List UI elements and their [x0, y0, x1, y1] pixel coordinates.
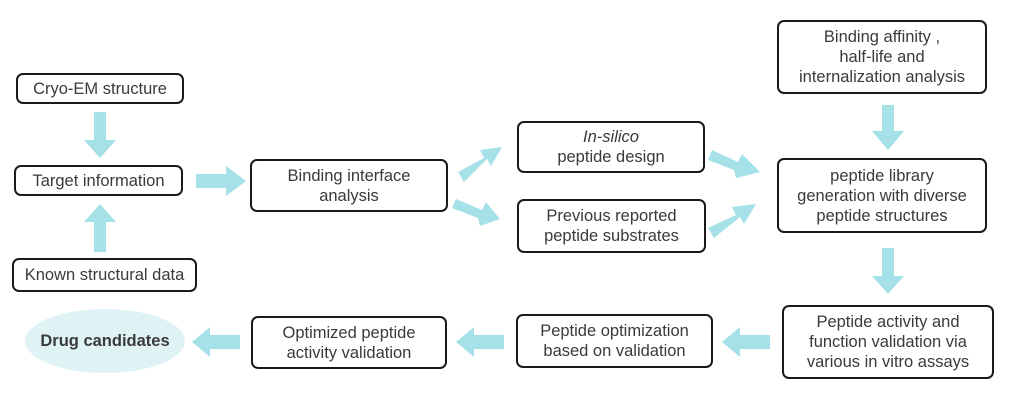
node-text: based on validation: [543, 342, 686, 360]
arrow-optimized-to-drug: [192, 327, 240, 357]
node-text: Known structural data: [24, 266, 185, 284]
node-text: Binding affinity ,: [823, 28, 941, 46]
drug-candidates-label: Drug candidates: [40, 331, 170, 350]
node-peptide-activity-validation: Peptide activity and function validation…: [782, 305, 994, 379]
arrow-interface-to-previous: [452, 199, 500, 226]
node-text-italic: In-silico: [583, 128, 639, 146]
node-text: Cryo-EM structure: [33, 79, 167, 98]
node-text: peptide substrates: [544, 227, 679, 245]
node-text: Peptide optimization: [540, 322, 689, 340]
arrow-optimization-to-optimized: [456, 327, 504, 357]
node-optimized-peptide-validation: Optimized peptide activity validation: [251, 316, 447, 369]
arrow-interface-to-insilico: [458, 147, 502, 182]
node-text: peptide structures: [816, 206, 948, 225]
node-text: Previous reported: [546, 207, 677, 225]
node-text: peptide design: [557, 148, 665, 166]
node-in-silico-peptide-design: In-silico peptide design: [517, 121, 705, 173]
arrow-known-to-target: [84, 204, 116, 252]
arrow-cryo-to-target: [84, 112, 116, 158]
arrow-activity-to-optimization: [722, 327, 770, 357]
oval-drug-candidates: Drug candidates: [25, 309, 185, 373]
node-known-structural-data: Known structural data: [12, 258, 197, 292]
node-text: activity validation: [286, 343, 412, 362]
arrow-previous-to-library: [708, 204, 756, 238]
node-binding-interface-analysis: Binding interface analysis: [250, 159, 448, 212]
arrow-target-to-interface: [196, 166, 246, 196]
node-text: various in vitro assays: [806, 353, 970, 371]
node-text: internalization analysis: [798, 68, 965, 86]
node-previous-reported-substrates: Previous reported peptide substrates: [517, 199, 706, 253]
node-text: half-life and: [839, 48, 925, 66]
node-cryo-em-structure: Cryo-EM structure: [16, 73, 184, 104]
arrow-affinity-to-library: [872, 105, 904, 150]
node-peptide-optimization: Peptide optimization based on validation: [516, 314, 713, 368]
node-text: Peptide activity and: [816, 313, 960, 331]
node-text: Binding interface: [287, 166, 411, 185]
node-text: generation with diverse: [797, 186, 967, 205]
node-text: analysis: [319, 186, 379, 205]
node-target-information: Target information: [14, 165, 183, 196]
node-binding-affinity-analysis: Binding affinity , half-life and interna…: [777, 20, 987, 94]
node-peptide-library-generation: peptide library generation with diverse …: [777, 158, 987, 233]
node-text: Optimized peptide: [282, 323, 416, 342]
node-text: Target information: [32, 171, 165, 190]
arrow-insilico-to-library: [708, 150, 760, 178]
node-text: peptide library: [830, 166, 934, 185]
arrow-library-to-activity: [872, 248, 904, 294]
node-text: function validation via: [809, 333, 967, 351]
